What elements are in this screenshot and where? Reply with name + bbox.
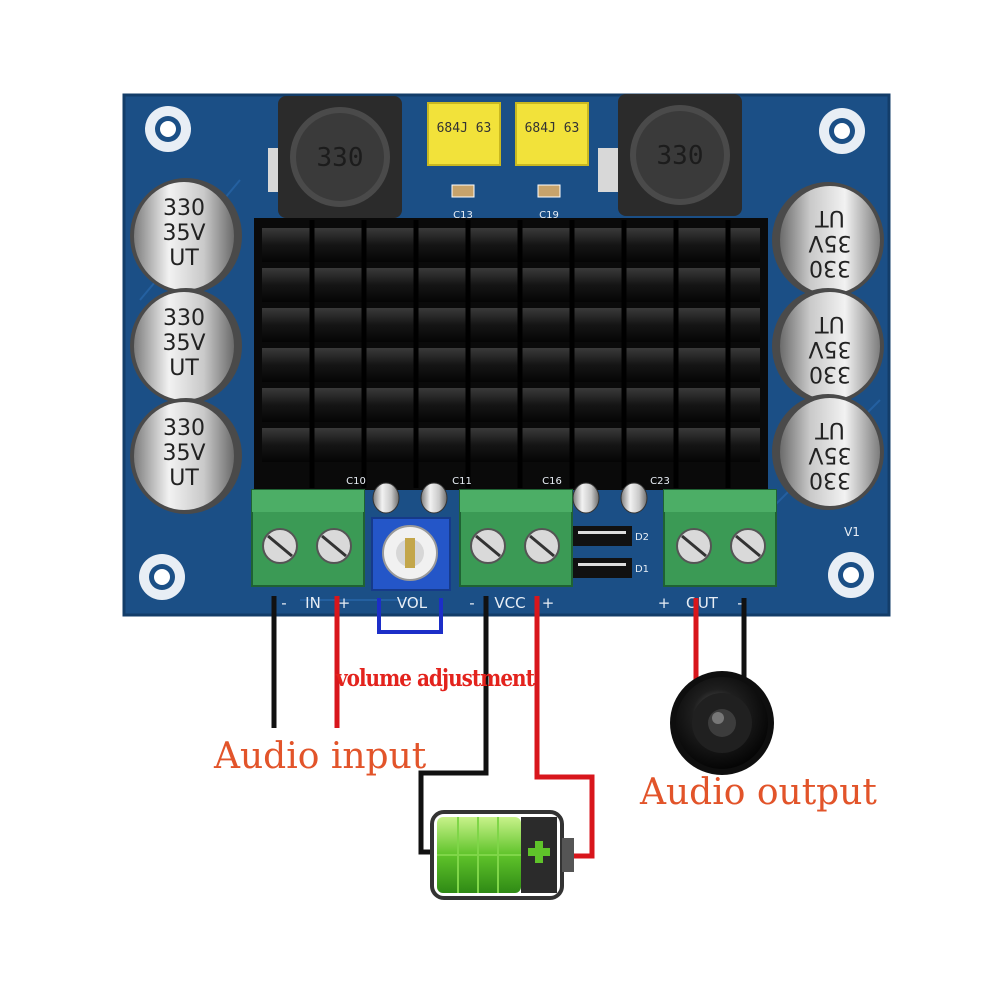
film-capacitor-right: 684J 63 (515, 102, 589, 166)
cap-right-2-line-1: 330 (809, 361, 851, 386)
silk-c16: C16 (542, 476, 562, 487)
capacitor-right-1: 330 35V UT (772, 182, 884, 298)
silk-out-plus: + (658, 594, 671, 612)
silk-c10: C10 (346, 476, 366, 487)
heatsink (254, 218, 768, 490)
cap-right-1-line-3: UT (815, 205, 845, 230)
silk-vcc-minus: - (469, 594, 474, 612)
mounting-hole-top-right (819, 108, 865, 154)
silk-in-minus: - (281, 594, 286, 612)
cap-left-2-line-1: 330 (163, 306, 205, 331)
silk-c23: C23 (650, 476, 670, 487)
small-capacitors: C10 C11 C16 C23 V1 (346, 476, 860, 539)
smd-label-c19: C19 (539, 210, 559, 221)
cap-right-3-line-3: UT (815, 417, 845, 442)
capacitor-left-1: 330 35V UT (130, 178, 242, 294)
silk-vcc: VCC (494, 594, 525, 612)
inductor-right-label: 330 (657, 141, 704, 171)
film-capacitor-left-label: 684J 63 (437, 121, 492, 136)
inductor-left: 330 (268, 96, 402, 218)
capacitor-right-2: 330 35V UT (772, 288, 884, 404)
battery-icon (430, 810, 574, 900)
silk-d2: D2 (635, 532, 649, 543)
wire-vcc-negative (418, 596, 489, 855)
terminal-block-input[interactable] (251, 489, 365, 587)
cap-right-3-line-1: 330 (809, 467, 851, 492)
wire-vcc-positive (534, 596, 595, 859)
mounting-hole-bottom-left (139, 554, 185, 600)
silk-in: IN (305, 594, 321, 612)
cap-right-1-line-2: 35V (808, 230, 851, 255)
capacitor-left-2: 330 35V UT (130, 288, 242, 404)
cap-left-1-line-3: UT (169, 246, 199, 271)
volume-adjustment-label: volume adjustment (336, 664, 535, 692)
silk-in-plus: + (338, 594, 351, 612)
silk-v1: V1 (844, 525, 860, 539)
silk-c11: C11 (452, 476, 472, 487)
wires (271, 596, 747, 859)
diodes: D2 D1 (572, 526, 649, 578)
volume-potentiometer[interactable] (371, 517, 451, 591)
cap-right-1-line-1: 330 (809, 255, 851, 280)
audio-input-label: Audio input (214, 736, 427, 777)
silk-out: OUT (686, 594, 719, 612)
silk-d1: D1 (635, 564, 649, 575)
film-capacitor-right-label: 684J 63 (525, 121, 580, 136)
terminal-block-output[interactable] (663, 489, 777, 587)
mounting-hole-top-left (145, 106, 191, 152)
cap-left-1-line-1: 330 (163, 196, 205, 221)
film-capacitor-left: 684J 63 (427, 102, 501, 166)
silk-vol: VOL (397, 594, 428, 612)
cap-left-1-line-2: 35V (162, 221, 205, 246)
audio-output-label: Audio output (640, 772, 877, 813)
cap-right-3-line-2: 35V (808, 442, 851, 467)
terminal-block-vcc[interactable] (459, 489, 573, 587)
silk-vcc-plus: + (542, 594, 555, 612)
mounting-hole-bottom-right (828, 552, 874, 598)
smd-components: C13 C19 (451, 184, 561, 221)
capacitor-left-3: 330 35V UT (130, 398, 242, 514)
cap-left-3-line-1: 330 (163, 416, 205, 441)
capacitor-right-3: 330 35V UT (772, 394, 884, 510)
cap-right-2-line-3: UT (815, 311, 845, 336)
speaker-icon (670, 671, 774, 775)
wire-volume-bracket (377, 598, 443, 634)
smd-label-c13: C13 (453, 210, 473, 221)
cap-right-2-line-2: 35V (808, 336, 851, 361)
cap-left-2-line-3: UT (169, 356, 199, 381)
inductor-right: 330 (598, 94, 742, 216)
inductor-left-label: 330 (317, 143, 364, 173)
cap-left-3-line-3: UT (169, 466, 199, 491)
cap-left-2-line-2: 35V (162, 331, 205, 356)
silk-out-minus: - (737, 594, 742, 612)
cap-left-3-line-2: 35V (162, 441, 205, 466)
